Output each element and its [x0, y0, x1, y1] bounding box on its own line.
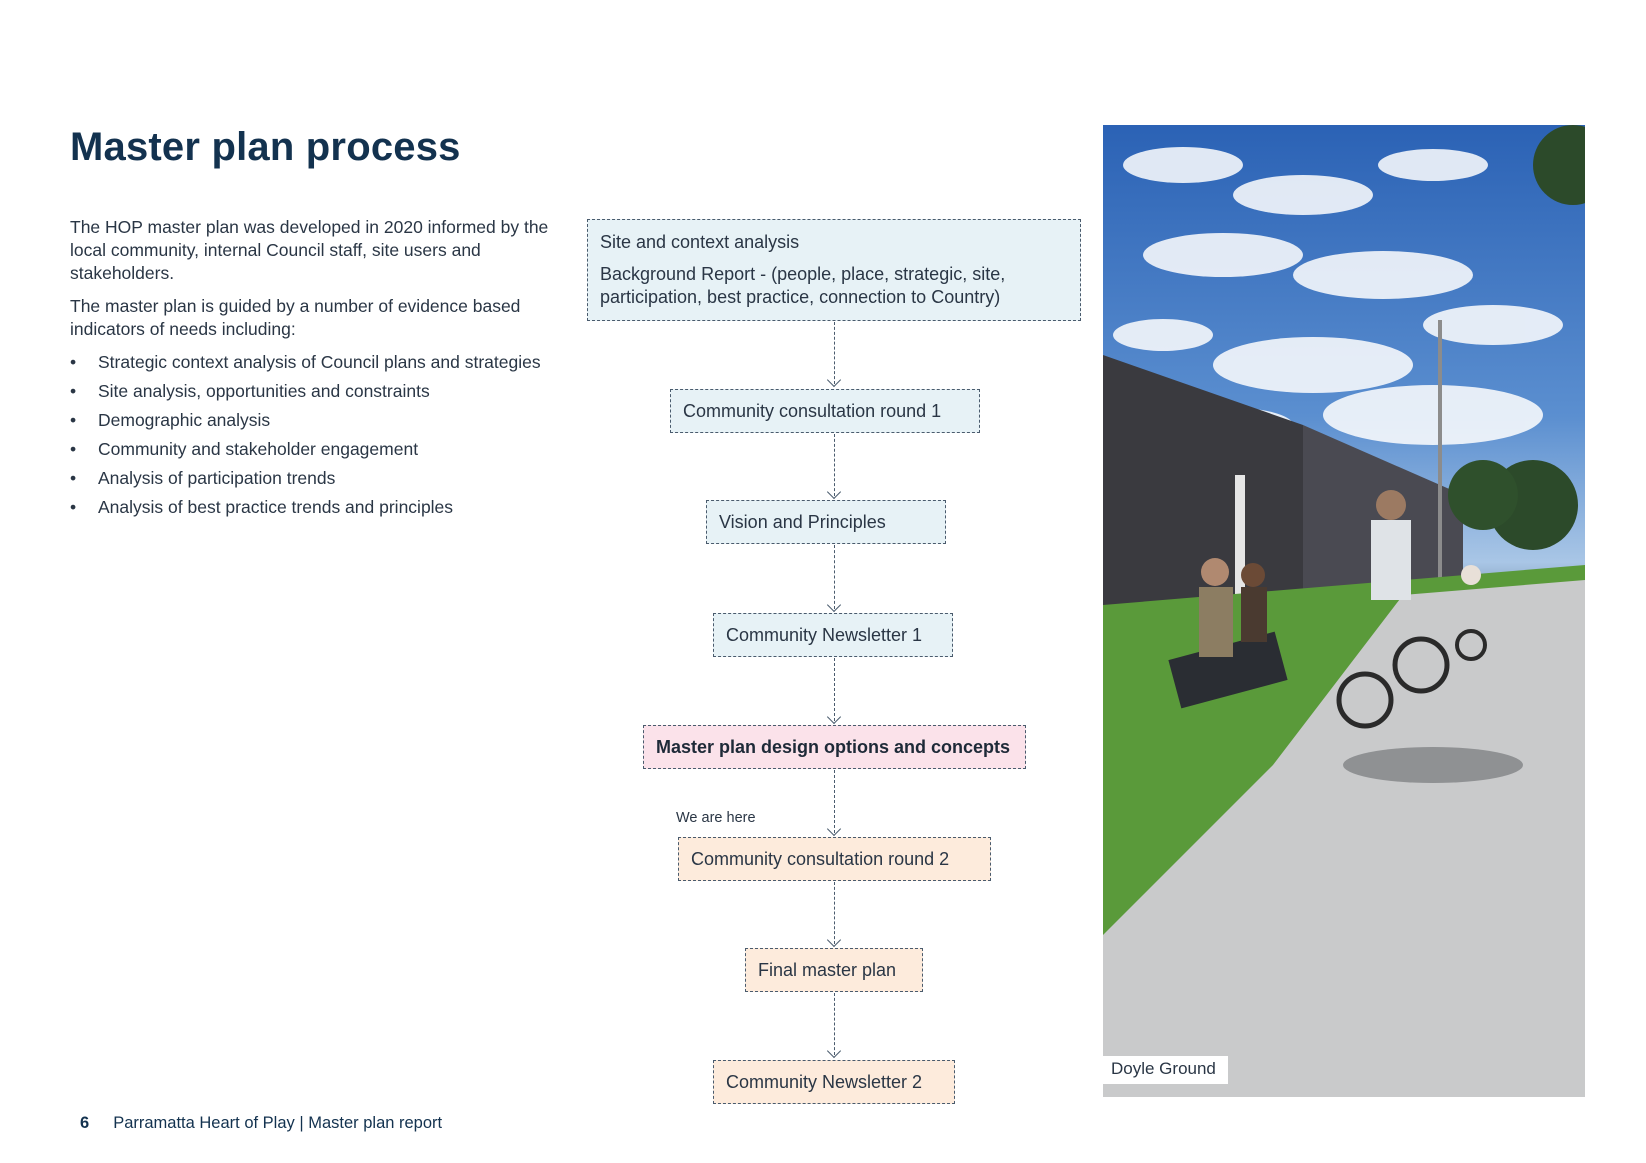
flow-step-newsletter-1: Community Newsletter 1 [713, 613, 953, 657]
flow-step-label: Community Newsletter 2 [726, 1071, 923, 1092]
list-item: • Analysis of participation trends [70, 467, 560, 490]
process-flowchart: Site and context analysis Background Rep… [587, 219, 1081, 1104]
page-title: Master plan process [70, 125, 461, 169]
flow-connector [834, 993, 835, 1055]
bullet-icon: • [70, 381, 77, 401]
flow-step-label: Community consultation round 2 [691, 848, 950, 869]
arrow-down-icon [826, 932, 842, 948]
flow-step-final-plan: Final master plan [745, 948, 923, 992]
flow-connector [834, 658, 835, 721]
flow-step-label: Vision and Principles [719, 511, 886, 532]
current-stage-marker: We are here [676, 810, 756, 826]
flow-step-title: Site and context analysis [600, 232, 800, 252]
page-number: 6 [80, 1114, 90, 1132]
flow-connector [834, 545, 835, 609]
document-title: Parramatta Heart of Play | Master plan r… [113, 1114, 443, 1132]
flow-step-label: Community Newsletter 1 [726, 624, 923, 645]
arrow-down-icon [826, 821, 842, 837]
flow-step-site-analysis: Site and context analysis Background Rep… [587, 219, 1081, 321]
photo-illustration [1103, 125, 1585, 1097]
list-item: • Strategic context analysis of Council p… [70, 351, 560, 374]
list-item-text: Analysis of participation trends [98, 468, 336, 488]
page-footer: 6 Parramatta Heart of Play | Master plan … [80, 1114, 442, 1133]
arrow-down-icon [826, 1043, 842, 1059]
intro-paragraph: The master plan is guided by a number of… [70, 296, 521, 339]
bullet-icon: • [70, 468, 77, 488]
flow-step-newsletter-2: Community Newsletter 2 [713, 1060, 955, 1104]
list-item: • Site analysis, opportunities and constr… [70, 380, 560, 403]
flow-connector [834, 882, 835, 944]
list-item: • Community and stakeholder engagement [70, 438, 560, 461]
flow-step-label: Community consultation round 1 [683, 400, 942, 421]
flow-connector [834, 322, 835, 384]
flow-connector [834, 770, 835, 833]
list-item-text: Site analysis, opportunities and constra… [98, 381, 430, 401]
list-item-text: Strategic context analysis of Council pl… [98, 352, 541, 372]
park-photo [1103, 125, 1585, 1097]
list-item-text: Community and stakeholder engagement [98, 439, 419, 459]
bullet-icon: • [70, 497, 77, 517]
list-item: • Analysis of best practice trends and pr… [70, 496, 560, 519]
intro-paragraph: The HOP master plan was developed in 202… [70, 217, 549, 283]
arrow-down-icon [826, 372, 842, 388]
list-item-text: Demographic analysis [98, 410, 271, 430]
flow-step-label: Master plan design options and concepts [656, 736, 1011, 757]
needs-indicator-list: • Strategic context analysis of Council p… [70, 351, 560, 519]
arrow-down-icon [826, 709, 842, 725]
flow-connector [834, 434, 835, 496]
intro-text: The HOP master plan was developed in 202… [70, 216, 560, 525]
bullet-icon: • [70, 352, 77, 372]
bullet-icon: • [70, 410, 77, 430]
flow-step-design-options: Master plan design options and concepts [643, 725, 1026, 769]
flow-step-vision: Vision and Principles [706, 500, 946, 544]
flow-step-consultation-2: Community consultation round 2 [678, 837, 991, 881]
bullet-icon: • [70, 439, 77, 459]
flow-step-label: Final master plan [758, 959, 897, 980]
list-item: • Demographic analysis [70, 409, 560, 432]
arrow-down-icon [826, 484, 842, 500]
flow-step-consultation-1: Community consultation round 1 [670, 389, 980, 433]
list-item-text: Analysis of best practice trends and pri… [98, 497, 454, 517]
photo-caption: Doyle Ground [1103, 1056, 1228, 1084]
flow-step-detail: Background Report - (people, place, stra… [600, 264, 1006, 307]
arrow-down-icon [826, 597, 842, 613]
